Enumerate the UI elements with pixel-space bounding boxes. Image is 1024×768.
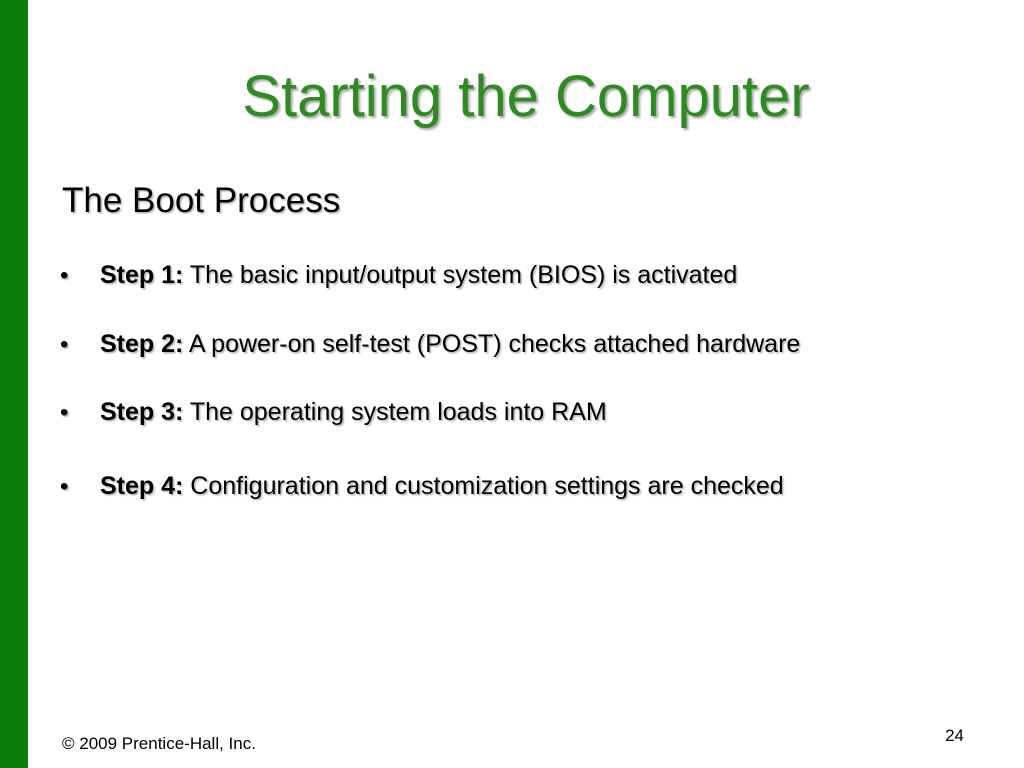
- bullet-icon: •: [60, 399, 69, 426]
- step-text: A power-on self-test (POST) checks attac…: [183, 330, 801, 358]
- step-label: Step 4:: [100, 472, 184, 500]
- bullet-list: • Step 1: The basic input/output system (…: [60, 0, 1000, 768]
- list-item-step-1: • Step 1: The basic input/output system (…: [60, 259, 737, 292]
- step-label: Step 2:: [100, 330, 184, 358]
- step-label: Step 1:: [100, 261, 184, 289]
- bullet-icon: •: [60, 473, 69, 500]
- step-text: The basic input/output system (BIOS) is …: [183, 261, 738, 289]
- bullet-icon: •: [60, 262, 69, 289]
- slide-subtitle: The Boot Process: [62, 181, 341, 220]
- slide-title: Starting the Computer: [242, 64, 810, 129]
- bullet-icon: •: [60, 331, 69, 358]
- list-item-step-3: • Step 3: The operating system loads into…: [60, 396, 607, 429]
- copyright-footer: © 2009 Prentice-Hall, Inc.: [62, 734, 256, 753]
- list-item-step-2: • Step 2: A power-on self-test (POST) che…: [60, 328, 800, 361]
- list-item-step-4: • Step 4: Configuration and customization…: [60, 470, 784, 503]
- step-label: Step 3:: [100, 398, 184, 426]
- step-text: Configuration and customization settings…: [183, 472, 784, 500]
- step-text: The operating system loads into RAM: [183, 398, 607, 426]
- accent-bar: [0, 0, 28, 768]
- page-number: 24: [945, 726, 964, 745]
